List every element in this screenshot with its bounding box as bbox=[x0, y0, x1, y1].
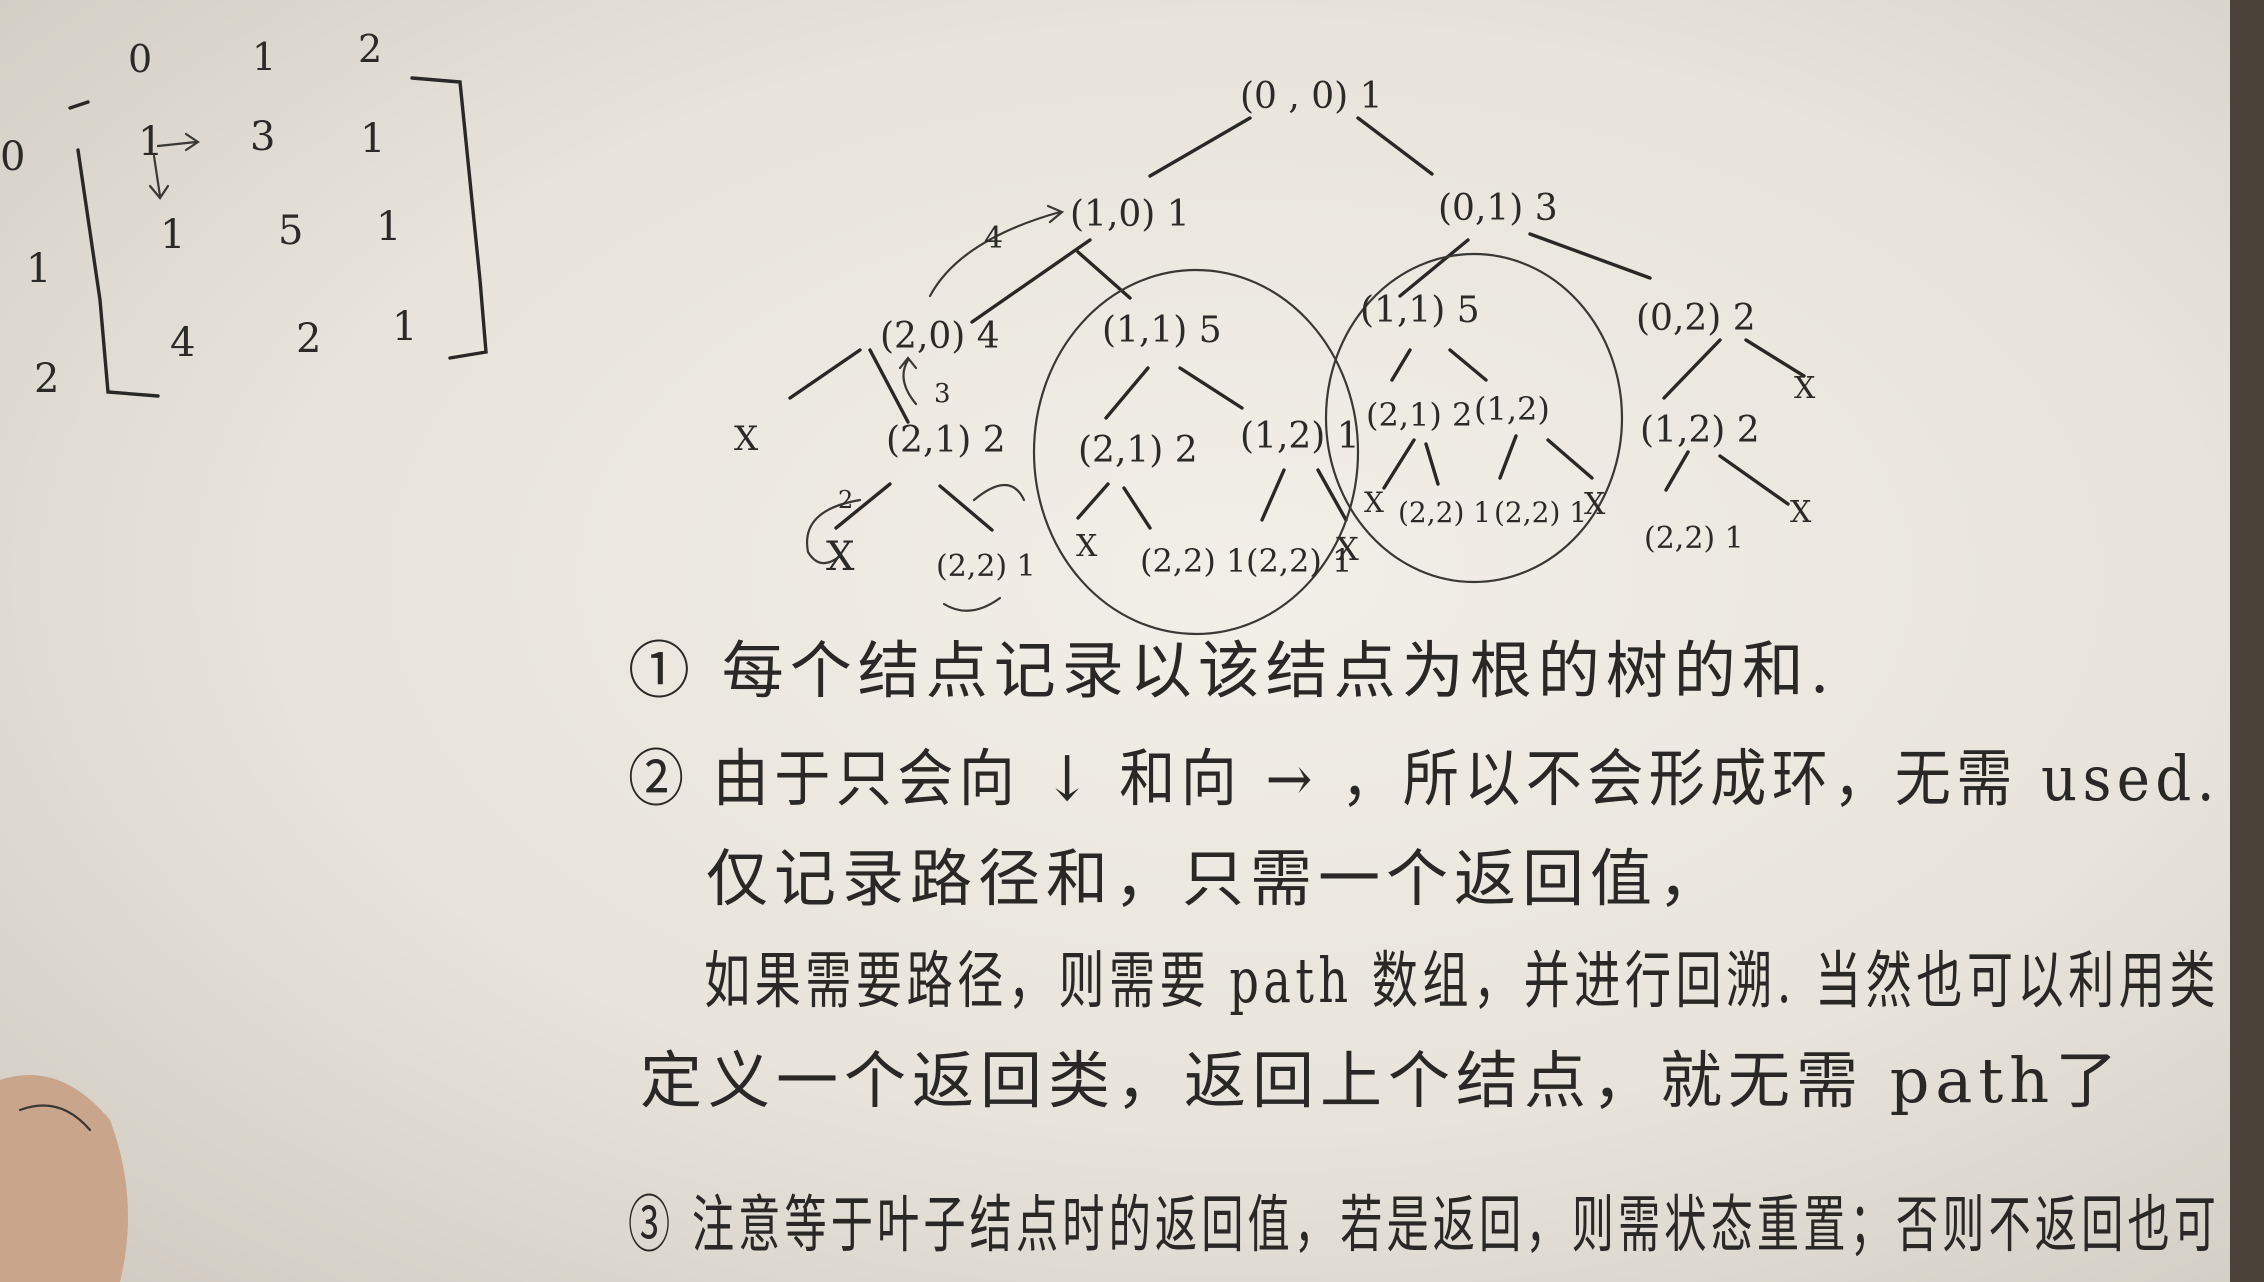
node-2-2-e: (2,2) 1 bbox=[1494, 496, 1587, 529]
node-2-1-b: (2,1) 2 bbox=[1078, 430, 1198, 471]
row-header-2: 2 bbox=[34, 356, 59, 402]
left-bracket bbox=[76, 148, 160, 398]
cell-2-0: 4 bbox=[170, 320, 195, 366]
note-5: 定义一个返回类，返回上个结点，就无需 path了 bbox=[640, 1044, 2123, 1117]
x-mark: X bbox=[734, 419, 759, 459]
edge-n12b-n22e bbox=[1498, 434, 1518, 480]
edge-n21a-x bbox=[834, 482, 892, 530]
node-2-2-d: (2,2) 1 bbox=[1398, 496, 1491, 529]
edge-n21b-x bbox=[1076, 482, 1110, 520]
edge-n11b-n12b bbox=[1448, 348, 1488, 382]
edge-n12c-n22f bbox=[1664, 450, 1690, 492]
col-header-2: 2 bbox=[358, 27, 382, 71]
node-1-2-b: (1,2) bbox=[1474, 390, 1550, 428]
x-mark: X bbox=[1794, 371, 1816, 406]
x-mark: X bbox=[1336, 530, 1359, 568]
edge-n11b-n21c bbox=[1390, 348, 1412, 382]
note-6: ③ 注意等于叶子结点时的返回值，若是返回，则需状态重置；否则不返回也可 bbox=[628, 1188, 2220, 1261]
cell-0-1: 3 bbox=[250, 114, 275, 160]
edge-root-n01 bbox=[1356, 116, 1434, 176]
node-2-2-b: (2,2) 1 bbox=[1140, 542, 1246, 580]
node-root: (0 , 0) 1 bbox=[1240, 76, 1383, 117]
edge-n21c-n22d bbox=[1424, 442, 1440, 486]
note-4: 如果需要路径，则需要 path 数组，并进行回溯. 当然也可以利用类 bbox=[704, 944, 2220, 1017]
backtrack-arrow-4 bbox=[928, 204, 1065, 298]
edge-n21c-x bbox=[1382, 438, 1416, 490]
right-arrow bbox=[156, 132, 200, 152]
node-2-2-f: (2,2) 1 bbox=[1644, 521, 1744, 556]
x-mark: X bbox=[1076, 529, 1098, 564]
node-1-2-a: (1,2) 1 bbox=[1240, 416, 1360, 457]
cell-0-2: 1 bbox=[360, 116, 385, 162]
arrow-label-2: 2 bbox=[838, 486, 853, 514]
edge-n21a-n22a bbox=[938, 484, 994, 532]
node-0-2: (0,2) 2 bbox=[1636, 298, 1756, 339]
arrow-label-3: 3 bbox=[934, 379, 951, 409]
node-1-2-c: (1,2) 2 bbox=[1640, 410, 1760, 451]
edge-n12c-x bbox=[1718, 454, 1790, 506]
edge-n01-n11b bbox=[1398, 238, 1470, 298]
node-2-1-c: (2,1) 2 bbox=[1366, 396, 1472, 434]
cell-1-2: 1 bbox=[376, 204, 401, 250]
row-header-0: 0 bbox=[0, 134, 25, 180]
right-bracket bbox=[410, 76, 488, 360]
backtrack-arrow-2 bbox=[972, 484, 1026, 502]
subtree-circle-left bbox=[1032, 268, 1360, 636]
node-1-1-a: (1,1) 5 bbox=[1102, 310, 1222, 351]
edge-root-n10 bbox=[1148, 116, 1252, 178]
note-1: ① 每个结点记录以该结点为根的树的和. bbox=[628, 634, 1835, 707]
edge-n10-n20 bbox=[970, 238, 1092, 324]
edge-n11a-n21b bbox=[1104, 366, 1150, 420]
edge-n02-x bbox=[1744, 338, 1806, 378]
cell-0-0: 1 bbox=[138, 119, 163, 165]
row-header-1: 1 bbox=[26, 246, 51, 292]
edge-n20-n21a bbox=[868, 348, 910, 424]
node-2-1-a: (2,1) 2 bbox=[886, 420, 1006, 461]
edge-n12b-x bbox=[1546, 438, 1594, 480]
thumb bbox=[0, 1075, 128, 1282]
col-header-1: 1 bbox=[252, 35, 276, 79]
edge-n11a-n12a bbox=[1178, 366, 1244, 410]
x-mark: X bbox=[1364, 486, 1384, 519]
node-2-0: (2,0) 4 bbox=[880, 316, 1000, 357]
col-header-0: 0 bbox=[128, 37, 152, 81]
backtrack-loop-x bbox=[805, 498, 862, 565]
cell-1-1: 5 bbox=[278, 208, 303, 254]
edge-n12a-n22c bbox=[1260, 468, 1286, 522]
x-mark: X bbox=[826, 534, 855, 580]
node-2-2-a: (2,2) 1 bbox=[936, 549, 1036, 584]
cell-2-1: 2 bbox=[296, 316, 321, 362]
tree-edges bbox=[788, 116, 1806, 636]
edge-n21b-n22b bbox=[1122, 486, 1152, 530]
node-1-1-b: (1,1) 5 bbox=[1360, 290, 1480, 331]
cell-1-0: 1 bbox=[160, 212, 185, 258]
cell-2-2: 1 bbox=[392, 304, 417, 350]
bracket-tick bbox=[68, 100, 90, 110]
edge-n20-x bbox=[788, 348, 862, 400]
edge-n02-n12c bbox=[1662, 338, 1722, 400]
leaf-loop bbox=[942, 596, 1002, 612]
node-2-2-c: (2,2) 1 bbox=[1246, 542, 1352, 580]
backtrack-arrow-3 bbox=[898, 356, 918, 406]
subtree-circle-right bbox=[1324, 252, 1624, 584]
page-edge-shadow bbox=[2230, 0, 2264, 1282]
notes: ① 每个结点记录以该结点为根的树的和. ② 由于只会向 ↓ 和向 → ，所以不会… bbox=[628, 634, 2220, 1261]
thumbnail-edge bbox=[18, 1104, 92, 1132]
matrix: 0 1 2 0 1 2 1 3 1 1 5 1 4 2 1 bbox=[0, 27, 488, 402]
down-arrow bbox=[148, 154, 170, 200]
x-mark: X bbox=[1790, 495, 1812, 530]
edge-n12a-x bbox=[1316, 468, 1348, 522]
note-3: 仅记录路径和，只需一个返回值， bbox=[706, 842, 1726, 915]
arrow-label-4: 4 bbox=[984, 221, 1003, 256]
note-2: ② 由于只会向 ↓ 和向 → ，所以不会形成环，无需 used. bbox=[628, 742, 2220, 815]
tree-nodes: (0 , 0) 1 (1,0) 1 (0,1) 3 (2,0) 4 (1,1) … bbox=[734, 76, 1816, 584]
node-1-0: (1,0) 1 bbox=[1070, 194, 1190, 235]
x-mark: X bbox=[1584, 487, 1606, 522]
edge-n01-n02 bbox=[1528, 232, 1652, 280]
node-0-1: (0,1) 3 bbox=[1438, 188, 1558, 229]
